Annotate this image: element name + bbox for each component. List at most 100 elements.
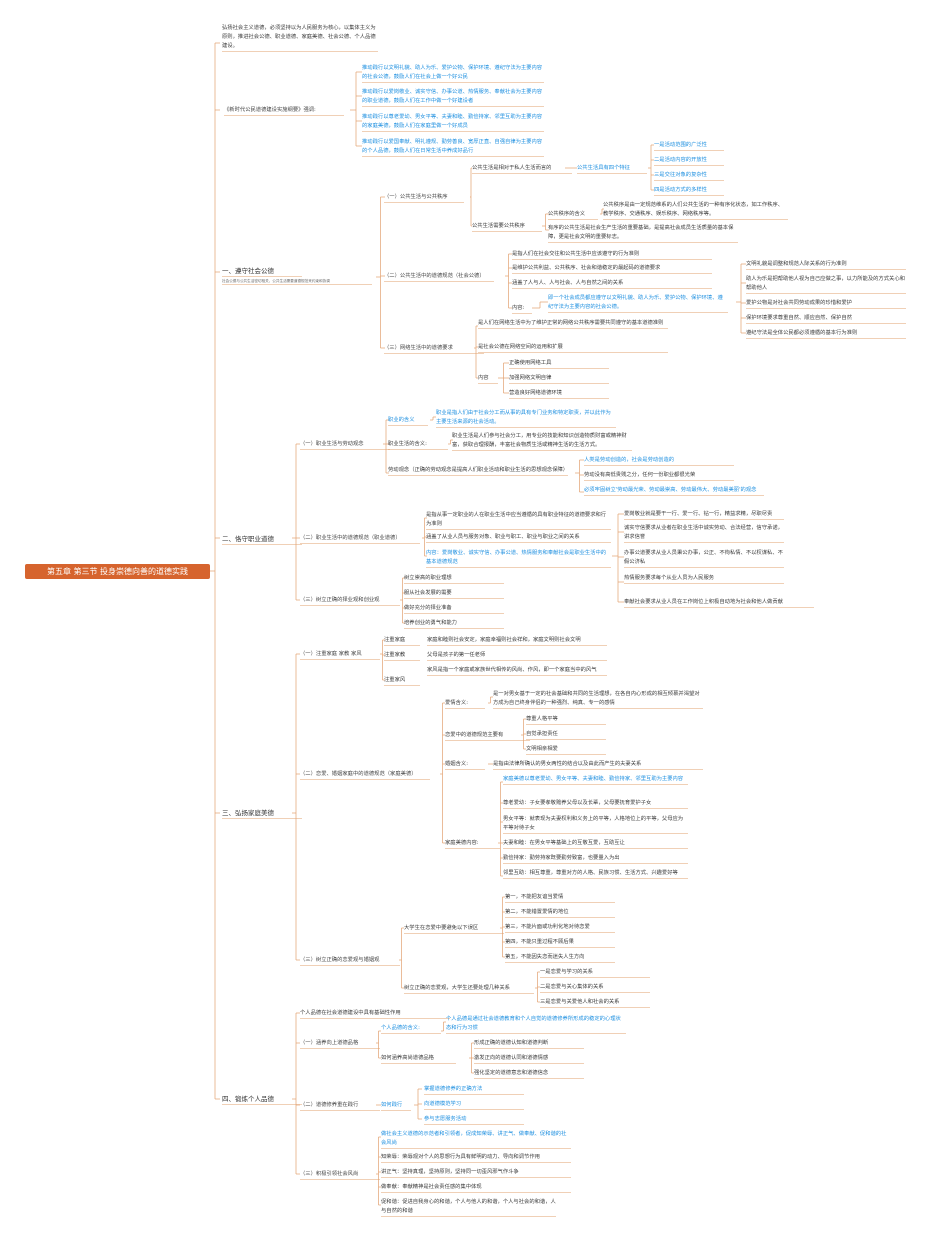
- s2-c-item[interactable]: 服从社会发展的需要: [404, 590, 452, 596]
- s4-top[interactable]: 个人品德在社会道德建设中具有基础性作用: [300, 1010, 401, 1016]
- s1-b1[interactable]: 是指人们在社会交往和公共生活中应该遵守的行为准则: [512, 251, 640, 257]
- s1-c[interactable]: （三）网络生活中的道德要求: [384, 345, 453, 351]
- s2-b[interactable]: （二）职业生活中的道德规范（职业道德）: [300, 535, 401, 541]
- outline-item[interactable]: 推动践行以尊老爱幼、男女平等、夫妻和睦、勤俭持家、邻里互助为主要内容的家庭美德，…: [362, 114, 543, 129]
- s3-b4-item[interactable]: 勤俭持家：勤劳持家既要勤劳致富，也要量入为出: [503, 855, 620, 861]
- s1-c-item[interactable]: 加强网络文明自律: [509, 375, 552, 381]
- s2-a[interactable]: （一）职业生活与劳动观念: [300, 441, 364, 447]
- s4-a2-item[interactable]: 形成正确的道德认知和道德判断: [474, 1040, 549, 1046]
- s4-c-item[interactable]: 讲正气：坚持真理，坚持原则，坚持同一切歪风邪气作斗争: [381, 1169, 519, 1175]
- s3-a-key[interactable]: 注重家教: [384, 652, 406, 658]
- s3-c1-item[interactable]: 第二，不能错置爱情的地位: [505, 909, 569, 915]
- s2-right[interactable]: 爱岗敬业就是要干一行、爱一行、钻一行，精益求精，尽职尽责: [624, 511, 773, 517]
- s1-b-content[interactable]: 即一个社会成员都应遵守以文明礼貌、助人为乐、爱护公物、保护环境、遵纪守法为主要内…: [548, 295, 723, 310]
- s3-b4[interactable]: 家庭美德内容:: [445, 840, 479, 846]
- s2-a3[interactable]: 劳动观念（正确的劳动观念是提高人们职业活动和职业生活的思想观念保障）: [388, 467, 569, 473]
- s4-a2[interactable]: 如何涵养高尚道德品格: [381, 1055, 434, 1061]
- s1-b[interactable]: （二）公共生活中的道德规范（社会公德）: [384, 273, 485, 279]
- s1-right[interactable]: 保护环境要求尊重自然、顺应自然、保护自然: [746, 315, 852, 321]
- s2-b1[interactable]: 是指从事一定职业的人在职业生活中应当遵循的具有职业特征的道德要求和行为准则: [426, 512, 607, 527]
- s1-feature[interactable]: 三是交往对象的复杂性: [654, 172, 707, 178]
- s2-right[interactable]: 热情服务要求每个从业人员为人民服务: [624, 575, 715, 581]
- outline-title[interactable]: 《新时代公民道德建设实施纲要》强调:: [224, 107, 316, 113]
- s1-feature[interactable]: 四是活动方式的多样性: [654, 187, 707, 193]
- root-node[interactable]: 第五章 第三节 投身崇德向善的道德实践: [25, 564, 210, 579]
- s1-b-content-label[interactable]: 内容:: [512, 305, 525, 311]
- s3-c2[interactable]: 树立正确的恋爱观，大学生还要处理几种关系: [404, 985, 510, 991]
- s3-c2-item[interactable]: 一是恋爱与学习的关系: [540, 969, 593, 975]
- outline-item[interactable]: 推动践行以爱岗敬业、诚实守信、办事公道、热情服务、奉献社会为主要内容的职业道德，…: [362, 89, 543, 104]
- s2-right[interactable]: 奉献社会要求从业人员在工作岗位上积极自动地为社会和他人做贡献: [624, 599, 783, 605]
- s1-right[interactable]: 文明礼貌是调整和规范人际关系的行为准则: [746, 261, 847, 267]
- s2-a3-item[interactable]: 必须牢固树立'劳动最光荣、劳动最崇高、劳动最伟大、劳动最美丽'的观念: [584, 487, 757, 493]
- s2-right[interactable]: 办事公道要求从业人员秉公办事，公正、不徇私情、不以权谋私、不假公济私: [624, 550, 783, 565]
- section-3-title[interactable]: 三、弘扬家庭美德: [222, 809, 274, 817]
- s4-b1-item[interactable]: 掌握道德修养的正确方法: [424, 1086, 483, 1092]
- section-4-title[interactable]: 四、锻炼个人品德: [222, 1095, 274, 1103]
- s3-c1-item[interactable]: 第三，不能片面或功利化地对待恋爱: [505, 924, 590, 930]
- s2-a3-item[interactable]: 人类是劳动创造的，社会是劳动创造的: [584, 457, 675, 463]
- s4-c[interactable]: （三）积极引领社会风尚: [300, 1171, 359, 1177]
- s3-c2-item[interactable]: 三是恋爱与关爱他人和社会的关系: [540, 999, 620, 1005]
- s3-c1-item[interactable]: 第一，不能把友谊当爱情: [505, 894, 564, 900]
- s4-a1[interactable]: 个人品德的含义:: [381, 1025, 420, 1031]
- s1-right[interactable]: 助人为乐是把帮助他人视为自己应做之事，以力所能及的方式关心和帮助他人: [746, 276, 905, 291]
- s1-c-item[interactable]: 营造良好网络道德环境: [509, 390, 562, 396]
- s4-b1-item[interactable]: 向道德模范学习: [424, 1101, 462, 1107]
- s3-b2-item[interactable]: 文明相亲相爱: [526, 746, 558, 752]
- s2-c-item[interactable]: 树立崇高的职业理想: [404, 575, 452, 581]
- intro-node[interactable]: 弘扬社会主义道德，必须坚持以为人民服务为核心，以集体主义为原则，推进社会公德、职…: [222, 25, 376, 49]
- s1-right[interactable]: 遵纪守法是全体公民都必须遵循的基本行为准则: [746, 330, 858, 336]
- s1-b3[interactable]: 涵盖了人与人、人与社会、人与自然之间的关系: [512, 280, 624, 286]
- s3-c[interactable]: （三）树立正确的恋爱观与婚姻观: [300, 957, 380, 963]
- s3-c1-item[interactable]: 第五，不能因失恋而迷失人生方向: [505, 954, 585, 960]
- s4-b1-item[interactable]: 参与志愿服务活动: [424, 1116, 467, 1122]
- s2-a3-item[interactable]: 劳动没有高低贵贱之分，任何一份职业都很光荣: [584, 472, 696, 478]
- s2-b2[interactable]: 涵盖了从业人员与服务对象、职业与职工、职业与职业之间的关系: [426, 534, 580, 540]
- s3-b3[interactable]: 婚姻含义:: [445, 761, 468, 767]
- s4-c-item[interactable]: 促和谐：促进自我身心的和谐，个人与他人的和谐，个人与社会的和谐，人与自然的和谐: [381, 1199, 556, 1214]
- outline-item[interactable]: 推动践行以爱国奉献、明礼遵规、勤劳善良、宽厚正直、自强自律为主要内容的个人品德，…: [362, 139, 543, 154]
- s3-b4-item[interactable]: 夫妻和睦：在男女平等基础上的互敬互爱，互助互让: [503, 840, 625, 846]
- s3-b4-item[interactable]: 尊老爱幼：子女要孝敬赡养父母以及长辈，父母要抚育爱护子女: [503, 800, 652, 806]
- s2-a1[interactable]: 职业的含义: [388, 417, 415, 423]
- s3-b2-item[interactable]: 尊重人格平等: [526, 716, 558, 722]
- s4-c-item[interactable]: 知荣辱：荣辱观对个人的思想行为具有鲜明的动力、导向和调节作用: [381, 1154, 540, 1160]
- s1-c3[interactable]: 内容: [478, 375, 489, 381]
- s1-a2[interactable]: 公共生活需要公共秩序: [472, 223, 525, 229]
- s3-b4-item[interactable]: 邻里互助：相互尊重，尊重对方的人格、民族习惯、生活方式、兴趣爱好等: [503, 870, 678, 876]
- s1-c-item[interactable]: 正确使用网络工具: [509, 360, 552, 366]
- s1-c2[interactable]: 是社会公德在网络空间的运用和扩展: [478, 344, 563, 350]
- s3-a-key[interactable]: 注重家风: [384, 677, 406, 683]
- s1-feature[interactable]: 一是活动范围的广泛性: [654, 142, 707, 148]
- s1-c1[interactable]: 是人们在网络生活中为了维护正常的网络公共秩序需要共同遵守的基本道德准则: [478, 320, 664, 326]
- s2-b3[interactable]: 内容：爱岗敬业、诚实守信、办事公道、热情服务和奉献社会是职业生活中的基本道德规范: [426, 550, 607, 565]
- s3-c1[interactable]: 大学生在恋爱中要避免以下误区: [404, 925, 479, 931]
- s3-b4-head[interactable]: 家庭美德以尊老爱幼、男女平等、夫妻和睦、勤俭持家、邻里互助为主要内容: [503, 776, 684, 782]
- s4-b[interactable]: （二）道德修养重在践行: [300, 1102, 359, 1108]
- section-2-title[interactable]: 二、恪守职业道德: [222, 535, 274, 543]
- s3-c1-item[interactable]: 第四，不能只重过程不顾后果: [505, 939, 574, 945]
- outline-item[interactable]: 推动践行以文明礼貌、助人为乐、爱护公物、保护环境、遵纪守法为主要内容的社会公德，…: [362, 65, 543, 80]
- s3-b[interactable]: （二）恋爱、婚姻家庭中的道德规范（家庭美德）: [300, 771, 417, 777]
- s1-feature[interactable]: 二是活动内容的开放性: [654, 157, 707, 163]
- s2-c-item[interactable]: 培养创业的勇气和能力: [404, 620, 457, 626]
- s1-a2a[interactable]: 公共秩序的含义: [548, 211, 586, 217]
- s3-c2-item[interactable]: 二是恋爱与关心集体的关系: [540, 984, 604, 990]
- s1-a1b[interactable]: 公共生活具有四个特征: [577, 165, 630, 171]
- s3-b2-item[interactable]: 自觉承担责任: [526, 731, 558, 737]
- s4-a2-item[interactable]: 强化坚定的道德意志和道德信念: [474, 1070, 549, 1076]
- s2-c-item[interactable]: 做好充分的择业准备: [404, 605, 452, 611]
- s3-b2[interactable]: 恋爱中的道德规范主要有: [445, 732, 504, 738]
- s1-b2[interactable]: 是维护公共利益、公共秩序、社会和谐稳定的最起码的道德要求: [512, 265, 661, 271]
- s3-b4-item[interactable]: 男女平等：就表现为夫妻权利和义务上的平等，人格地位上的平等，父母应为平等对待子女: [503, 816, 684, 831]
- s1-a1[interactable]: 公共生活是相对于私人生活而言的: [472, 165, 552, 171]
- s3-b1[interactable]: 爱情含义:: [445, 700, 468, 706]
- s4-b1[interactable]: 如何践行: [381, 1102, 403, 1108]
- s2-c[interactable]: （三）树立正确的择业观和创业观: [300, 597, 380, 603]
- s3-a[interactable]: （一）注重家庭 家教 家风: [300, 651, 362, 657]
- s4-a2-item[interactable]: 激发正向的道德认同和道德情感: [474, 1055, 549, 1061]
- s4-a[interactable]: （一）涵养向上道德品格: [300, 1040, 359, 1046]
- s1-a[interactable]: （一）公共生活与公共秩序: [384, 194, 448, 200]
- s3-a-key[interactable]: 注重家庭: [384, 637, 406, 643]
